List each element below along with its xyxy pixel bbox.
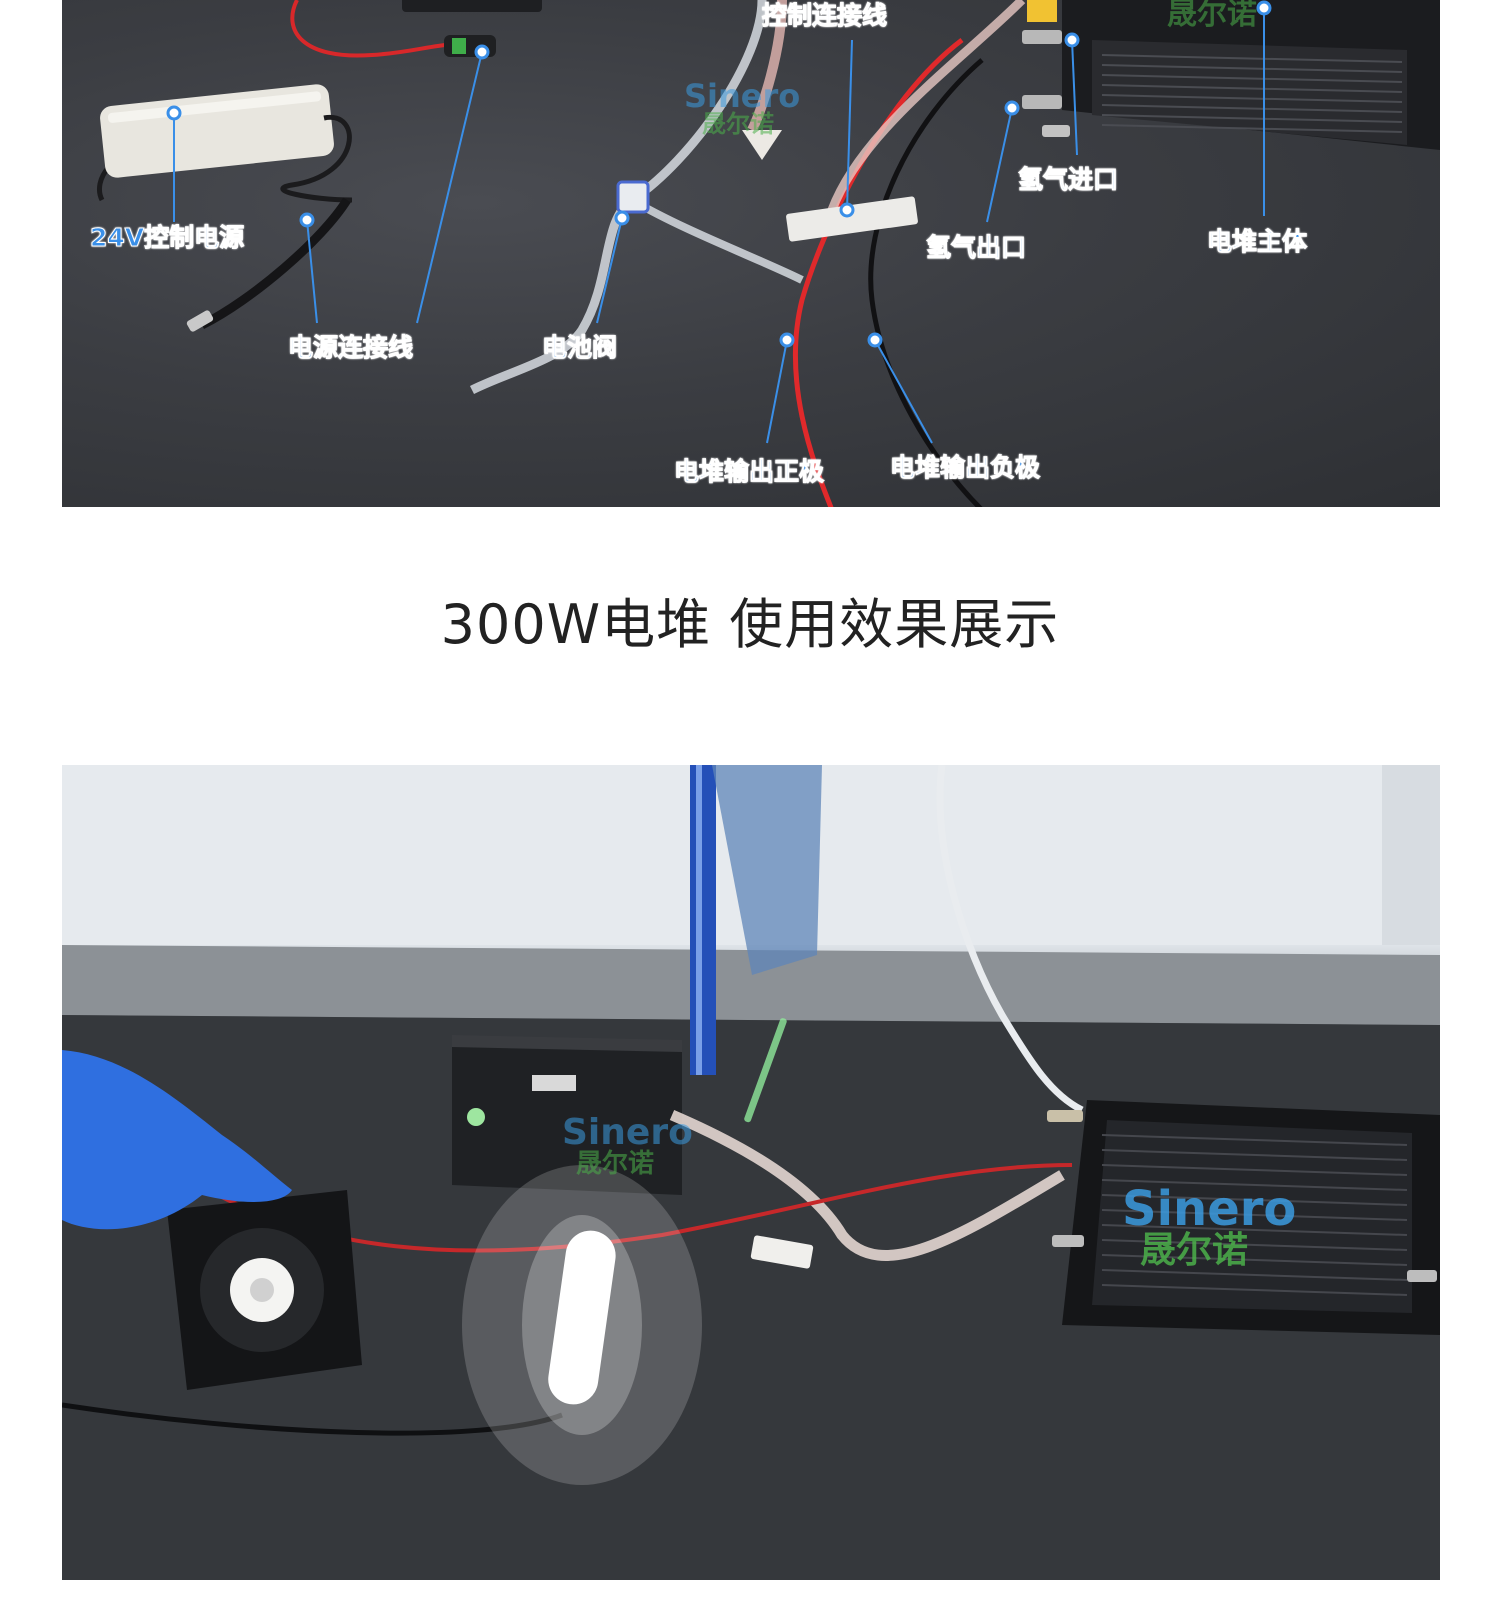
callout-dots [166,0,1272,348]
callout-stack-body: 电堆主体 [1206,227,1308,257]
watermark-logo-box: Sinero 晟尔诺 [562,1112,693,1179]
demo-photo: Sinero 晟尔诺 Sinero 晟尔诺 [62,765,1440,1580]
green-indicator-light [744,1018,787,1123]
cooling-fan [167,1190,362,1390]
controller-box-edge [402,0,542,12]
control-cable-bundle [747,0,787,133]
negative-wire [868,58,984,507]
stand-pole-highlight [696,765,702,1075]
terminal-block [786,196,918,242]
callout-battery-valve: 电池阀 [541,333,618,363]
section-title: 300W电堆 使用效果展示 [440,593,1060,656]
valve-nozzle [742,130,782,160]
glowing-led [462,1165,702,1485]
callout-control-power: 24V控制电源 [89,223,245,253]
callout-hydrogen-inlet: 氢气进口 [1017,165,1119,195]
power-cable-body [199,197,351,330]
wall-corner [1382,765,1440,945]
table-edge [62,945,1440,1025]
callout-power-cable: 电源连接线 [287,333,414,363]
watermark-logo: Sinero 晟尔诺 [684,77,801,138]
callout-control-cable: 控制连接线 [761,1,888,31]
gloved-hand [62,1050,292,1230]
components-scene [96,0,1440,507]
watermark-logo-stack: Sinero 晟尔诺 [1122,1181,1297,1271]
hose-branch [629,196,804,284]
stand-pole [690,765,716,1075]
hose-left [469,0,767,395]
power-adapter [96,84,353,203]
callout-stack-negative: 电堆输出负极 [889,453,1041,483]
callout-stack-positive: 电堆输出正极 [673,457,825,487]
connector-green-band [452,38,466,54]
demo-scene [62,765,1440,1580]
hydrogen-tube [936,765,1084,1114]
fuel-cell-stack [1047,1100,1440,1335]
cable-connector [750,1235,814,1269]
positive-wire [793,38,964,507]
battery-valve-body [616,180,650,214]
callout-leaders [173,8,1265,444]
callout-hydrogen-outlet: 氢气出口 [925,233,1027,263]
black-wire [62,1402,563,1436]
controller-box [452,1035,682,1195]
hanging-cloth [712,765,822,975]
watermark-logo-stack: 晟尔诺 [1167,0,1257,32]
dc-plug [186,310,214,332]
components-photo: 控制连接线 24V控制电源 电源连接线 电池阀 氢气进口 氢气出口 电堆主体 电… [62,0,1440,507]
cable-bundle [669,1109,1065,1261]
fuel-cell-stack [1022,0,1440,150]
